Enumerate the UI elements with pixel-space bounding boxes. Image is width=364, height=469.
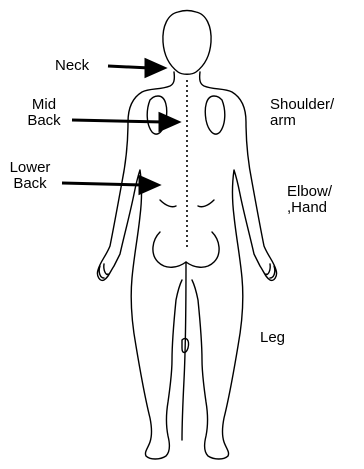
elbow-hand-label-line-2: ,Hand [287, 200, 332, 216]
hip-curve-left [160, 200, 176, 207]
lower-back-arrow-line [62, 183, 144, 185]
shoulder-blade-right [205, 96, 225, 134]
mid-back-label: Mid Back [24, 97, 64, 129]
neck-label: Neck [55, 58, 89, 74]
lower-back-arrow-head [140, 177, 158, 193]
shoulder-arm-label: Shoulder/ arm [270, 97, 334, 129]
lower-back-label: Lower Back [5, 160, 55, 192]
mid-back-label-line-1: Mid [24, 97, 64, 113]
right-body-outline [192, 72, 277, 459]
shoulder-arm-label-line-1: Shoulder/ [270, 97, 334, 113]
lower-back-label-line-1: Lower [5, 160, 55, 176]
head-outline [163, 11, 211, 75]
mid-back-label-line-2: Back [24, 113, 64, 129]
elbow-hand-label: Elbow/ ,Hand [287, 184, 332, 216]
shoulder-arm-label-line-2: arm [270, 113, 334, 129]
lower-back-label-line-2: Back [5, 176, 55, 192]
mid-back-arrow-line [72, 120, 164, 122]
elbow-hand-label-line-1: Elbow/ [287, 184, 332, 200]
left-hand-fingers [99, 264, 108, 278]
hip-curve-right [198, 200, 214, 207]
mid-back-arrow-head [160, 114, 178, 130]
leg-label: Leg [260, 330, 285, 346]
left-body-outline [97, 72, 182, 459]
neck-arrow-line [108, 66, 150, 68]
right-hand-fingers [266, 264, 275, 278]
neck-arrow-head [146, 60, 164, 76]
